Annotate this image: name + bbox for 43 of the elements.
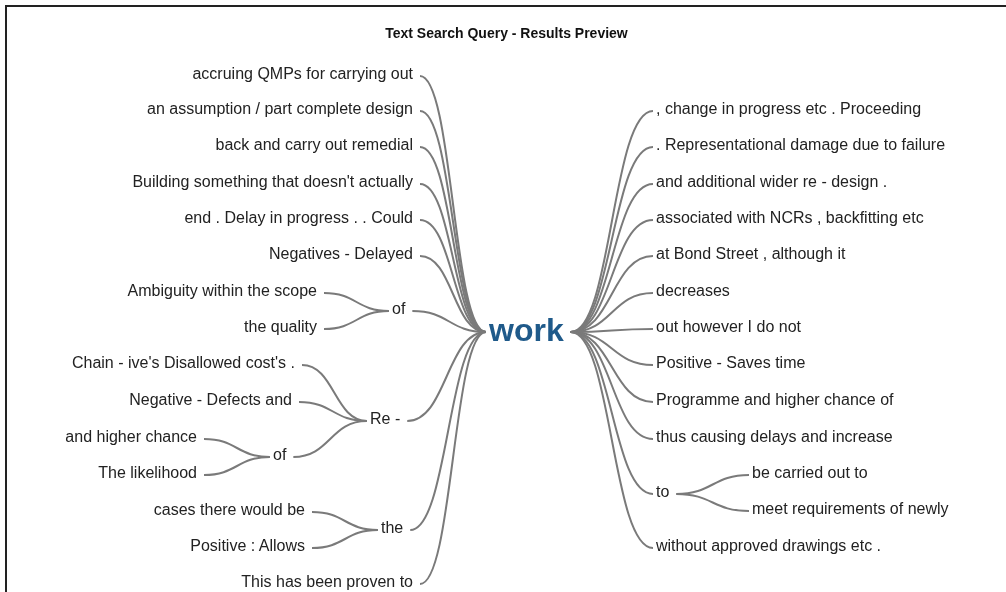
- branch-phrase: Re -: [370, 409, 401, 429]
- branch-phrase: out however I do not: [656, 317, 801, 337]
- branch-phrase: and higher chance: [65, 427, 197, 447]
- connector-line: [409, 331, 487, 531]
- branch-phrase: The likelihood: [98, 463, 197, 483]
- branch-phrase: thus causing delays and increase: [656, 427, 893, 447]
- chart-title: Text Search Query - Results Preview: [384, 25, 629, 41]
- branch-phrase: Negative - Defects and: [129, 390, 292, 410]
- connector-line: [419, 331, 487, 585]
- branch-phrase: associated with NCRs , backfitting etc: [656, 208, 924, 228]
- branch-phrase: decreases: [656, 281, 730, 301]
- branch-phrase: the quality: [244, 317, 317, 337]
- branch-phrase: meet requirements of newly: [752, 499, 949, 519]
- branch-phrase: Ambiguity within the scope: [127, 281, 317, 301]
- connector-line: [675, 493, 750, 512]
- branch-phrase: Positive : Allows: [190, 536, 305, 556]
- branch-phrase: Positive - Saves time: [656, 353, 806, 373]
- branch-phrase: , change in progress etc . Proceeding: [656, 99, 922, 119]
- connector-line: [569, 331, 654, 549]
- branch-phrase: an assumption / part complete design: [147, 99, 413, 119]
- connector-line: [292, 420, 368, 458]
- branch-phrase: back and carry out remedial: [215, 135, 413, 155]
- branch-phrase: Chain - ive's Disallowed cost's .: [71, 353, 295, 373]
- connector-line: [311, 529, 379, 549]
- branch-phrase: accruing QMPs for carrying out: [192, 64, 413, 84]
- branch-phrase: of: [392, 299, 406, 319]
- branch-phrase: the: [381, 518, 404, 538]
- branch-phrase: end . Delay in progress . . Could: [184, 208, 413, 228]
- branch-phrase: Negatives - Delayed: [268, 244, 413, 264]
- branch-phrase: at Bond Street , although it: [656, 244, 846, 264]
- branch-phrase: . Representational damage due to failure: [656, 135, 946, 155]
- branch-phrase: to: [656, 482, 670, 502]
- branch-phrase: without approved drawings etc .: [656, 536, 881, 556]
- branch-phrase: Programme and higher chance of: [656, 390, 894, 410]
- branch-phrase: cases there would be: [153, 500, 305, 520]
- branch-phrase: be carried out to: [752, 463, 868, 483]
- connector-line: [203, 456, 271, 476]
- branch-phrase: of: [273, 445, 287, 465]
- branch-phrase: and additional wider re - design .: [656, 172, 888, 192]
- connector-line: [323, 310, 390, 330]
- branch-phrase: This has been proven to: [241, 572, 413, 592]
- branch-phrase: Building something that doesn't actually: [132, 172, 413, 192]
- root-word: work: [489, 311, 564, 349]
